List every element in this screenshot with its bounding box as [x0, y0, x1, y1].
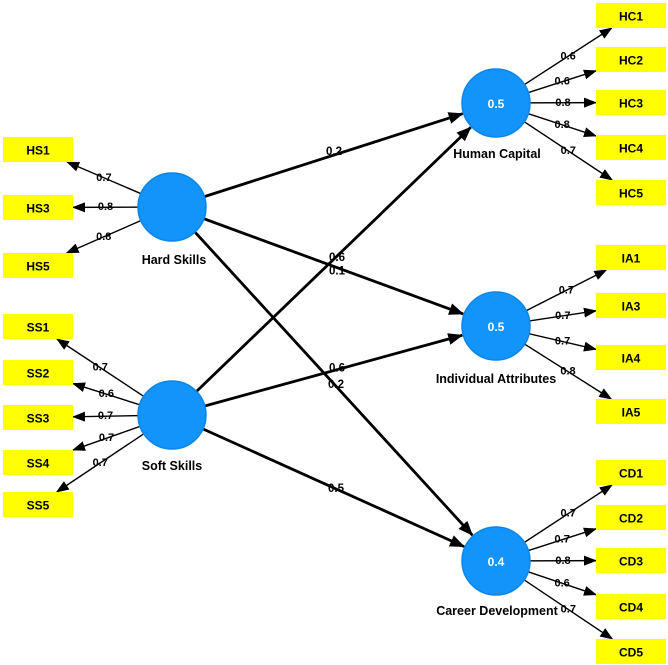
indicator-box-ss1[interactable] — [3, 314, 73, 339]
loading-value-ss5: 0.7 — [93, 457, 108, 469]
latent-label-soft-skills: Soft Skills — [142, 459, 202, 473]
indicator-box-ia1[interactable] — [596, 245, 666, 270]
loading-value-ia4: 0.7 — [555, 336, 570, 348]
indicator-label-cd5: CD5 — [619, 646, 643, 660]
indicator-box-ss3[interactable] — [3, 405, 73, 430]
path-coefficient-soft-skills-to-career-development: 0.5 — [328, 483, 345, 495]
loading-value-hc2: 0.6 — [555, 76, 570, 88]
indicator-label-cd3: CD3 — [619, 555, 643, 569]
indicator-label-hc1: HC1 — [619, 10, 643, 24]
indicator-box-cd5[interactable] — [596, 639, 666, 664]
latent-label-human-capital: Human Capital — [453, 147, 541, 161]
path-coefficient-hard-skills-to-human-capital: 0.2 — [326, 146, 342, 158]
latent-label-career-development: Career Development — [436, 604, 558, 618]
indicator-box-ia5[interactable] — [596, 399, 666, 424]
path-hard-skills-to-career-development — [170, 206, 474, 537]
indicator-label-hs1: HS1 — [26, 144, 50, 158]
path-coefficient-hard-skills-to-individual-attributes: 0.1 — [329, 266, 346, 278]
indicator-box-hc3[interactable] — [596, 90, 666, 115]
indicator-label-ia1: IA1 — [622, 252, 641, 266]
indicator-label-cd4: CD4 — [619, 601, 643, 615]
latent-career-development[interactable] — [461, 526, 531, 596]
loading-value-cd5: 0.7 — [561, 603, 576, 615]
indicator-box-hs3[interactable] — [3, 195, 73, 220]
loading-value-ia3: 0.7 — [555, 310, 570, 322]
indicator-label-hc4: HC4 — [619, 142, 643, 156]
path-coefficient-soft-skills-to-individual-attributes: 0.6 — [329, 363, 345, 375]
latent-value-career-development: 0.4 — [488, 555, 505, 569]
indicator-box-hs1[interactable] — [3, 137, 73, 162]
loading-value-ss3: 0.7 — [98, 410, 113, 422]
loading-value-cd4: 0.6 — [554, 577, 569, 589]
indicator-label-ss1: SS1 — [27, 321, 50, 335]
loading-value-hs3: 0.8 — [98, 201, 113, 213]
indicator-label-hc5: HC5 — [619, 187, 643, 201]
indicator-label-ia4: IA4 — [622, 352, 641, 366]
latent-label-hard-skills: Hard Skills — [142, 253, 207, 267]
indicator-box-ss2[interactable] — [3, 360, 73, 385]
indicator-label-ss3: SS3 — [27, 412, 50, 426]
path-coefficient-soft-skills-to-human-capital: 0.6 — [329, 252, 345, 264]
loading-value-hc1: 0.6 — [560, 50, 575, 62]
loading-value-hc3: 0.8 — [555, 97, 570, 109]
indicator-label-ss2: SS2 — [27, 367, 50, 381]
path-hard-skills-to-human-capital — [171, 112, 464, 209]
latent-value-individual-attributes: 0.5 — [488, 320, 505, 334]
path-coefficient-hard-skills-to-career-development: 0.2 — [328, 379, 344, 391]
latent-human-capital[interactable] — [461, 68, 531, 138]
indicator-box-ia3[interactable] — [596, 293, 666, 318]
indicator-label-hs3: HS3 — [26, 202, 50, 216]
path-soft-skills-to-individual-attributes — [171, 333, 464, 417]
indicator-box-hc5[interactable] — [596, 180, 666, 205]
indicator-box-cd2[interactable] — [596, 505, 666, 530]
indicator-label-hc3: HC3 — [619, 97, 643, 111]
indicator-label-ia3: IA3 — [622, 300, 641, 314]
loading-value-hc4: 0.8 — [554, 119, 569, 131]
indicator-label-hs5: HS5 — [26, 260, 50, 274]
latent-label-individual-attributes: Individual Attributes — [436, 372, 556, 386]
loading-value-ss4: 0.7 — [99, 432, 114, 444]
indicator-box-ss4[interactable] — [3, 450, 73, 475]
loading-value-hs1: 0.7 — [96, 172, 111, 184]
indicator-label-ia5: IA5 — [622, 406, 641, 420]
indicator-box-hs5[interactable] — [3, 253, 73, 278]
indicator-box-cd3[interactable] — [596, 548, 666, 573]
path-soft-skills-to-human-capital — [171, 126, 472, 417]
loading-value-cd3: 0.8 — [555, 555, 570, 567]
indicator-label-ss4: SS4 — [27, 457, 50, 471]
loading-value-ss1: 0.7 — [93, 362, 108, 374]
path-hard-skills-to-individual-attributes — [171, 205, 465, 316]
indicator-box-cd4[interactable] — [596, 594, 666, 619]
path-soft-skills-to-career-development — [171, 413, 466, 548]
indicator-label-cd2: CD2 — [619, 512, 643, 526]
loading-value-hs5: 0.8 — [96, 231, 111, 243]
loading-value-cd1: 0.7 — [561, 508, 576, 520]
indicator-label-hc2: HC2 — [619, 54, 643, 68]
indicator-box-hc4[interactable] — [596, 135, 666, 160]
loading-value-hc5: 0.7 — [561, 145, 576, 157]
indicator-label-cd1: CD1 — [619, 467, 643, 481]
indicator-box-ss5[interactable] — [3, 492, 73, 517]
latent-hard-skills[interactable] — [137, 172, 207, 242]
indicator-box-hc1[interactable] — [596, 3, 666, 28]
indicator-label-ss5: SS5 — [27, 499, 50, 513]
indicator-box-ia4[interactable] — [596, 345, 666, 370]
loading-value-ia5: 0.8 — [560, 366, 575, 378]
latent-individual-attributes[interactable] — [461, 291, 531, 361]
indicator-box-hc2[interactable] — [596, 47, 666, 72]
latent-soft-skills[interactable] — [137, 380, 207, 450]
loading-value-ss2: 0.6 — [99, 388, 114, 400]
loading-value-ia1: 0.7 — [559, 284, 574, 296]
indicator-box-cd1[interactable] — [596, 460, 666, 485]
latent-value-human-capital: 0.5 — [488, 97, 505, 111]
loading-value-cd2: 0.7 — [555, 534, 570, 546]
